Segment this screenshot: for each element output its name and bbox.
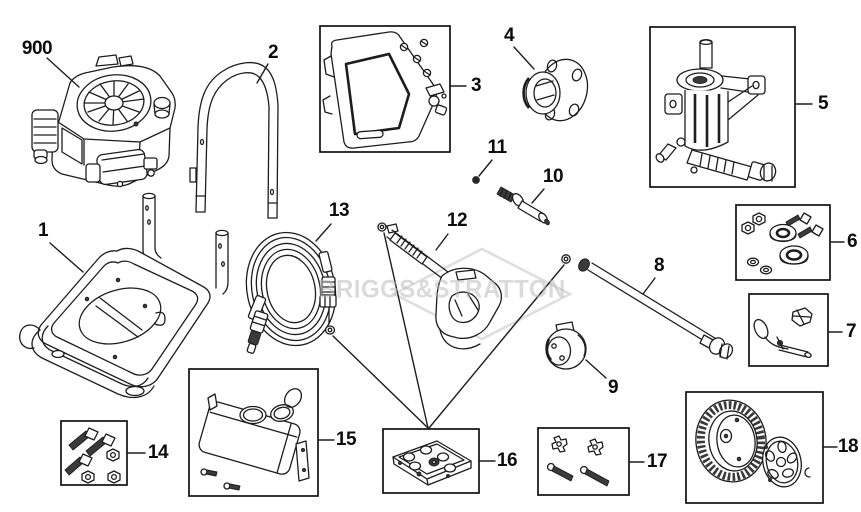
coupler-illustration: [522, 58, 589, 122]
callout-6: 6: [846, 231, 858, 252]
leader-wand-to-kit: [428, 264, 565, 429]
watermark-text: BRIGGS&STRATTON: [318, 275, 566, 304]
tank-illustration: [188, 368, 319, 497]
callout-9: 9: [607, 377, 619, 398]
callout-1: 1: [37, 220, 49, 241]
leader-900: [46, 57, 80, 88]
callout-3: 3: [470, 75, 482, 96]
nut-illustration: [472, 176, 480, 184]
callout-8: 8: [653, 255, 665, 276]
leader-11: [478, 159, 493, 177]
leader-lines: [46, 46, 845, 463]
part-box-7: [748, 293, 829, 367]
retainer-clip: [804, 467, 811, 478]
hook-kit-illustration: [748, 293, 829, 367]
callout-900: 900: [21, 38, 53, 59]
leader-1: [49, 242, 84, 273]
leader-4: [513, 46, 535, 70]
callout-7: 7: [845, 321, 857, 342]
callout-13: 13: [328, 200, 350, 221]
leader-hose-to-kit: [332, 335, 429, 429]
part-box-17: [537, 427, 630, 496]
leader-2: [256, 63, 269, 84]
leader-9: [585, 359, 607, 379]
leader-12: [435, 233, 449, 251]
handle-illustration: [189, 61, 279, 219]
stud-illustration: [496, 186, 550, 226]
adapter-illustration: [545, 321, 587, 370]
leader-10: [531, 188, 545, 204]
pump-hardware-kit-illustration: [735, 204, 831, 281]
callout-12: 12: [446, 210, 468, 231]
gun-illustration: [377, 222, 503, 350]
callout-15: 15: [335, 429, 357, 450]
part-box-5: [649, 26, 796, 188]
clip-kit-illustration: [537, 427, 630, 496]
bolt-kit-illustration: [60, 420, 128, 486]
pump-illustration: [649, 26, 796, 188]
callout-17: 17: [646, 451, 668, 472]
callout-4: 4: [503, 25, 515, 46]
hose-illustration: [245, 231, 337, 354]
panel-screws: [399, 38, 432, 78]
callout-16: 16: [496, 450, 518, 471]
leader-8: [642, 277, 656, 295]
callout-5: 5: [817, 93, 829, 114]
watermark-diamond: [391, 247, 573, 341]
wand-oring: [561, 254, 571, 264]
watermark-label: BRIGGS&STRATTON: [318, 275, 566, 304]
part-box-3: [319, 25, 451, 153]
leader-gun-to-kit: [383, 232, 429, 429]
part-box-6: [735, 204, 831, 281]
control-panel-illustration: [319, 25, 451, 153]
frame-illustration: [19, 192, 229, 399]
callout-18: 18: [837, 436, 859, 457]
callout-2: 2: [267, 42, 279, 63]
wheel-kit-illustration: [685, 391, 824, 504]
wand-illustration: [561, 254, 734, 360]
part-box-15: [188, 368, 319, 497]
oring-kit-illustration: [382, 428, 480, 494]
callout-11: 11: [487, 137, 507, 158]
callout-14: 14: [147, 442, 169, 463]
leader-13: [315, 223, 332, 242]
callout-10: 10: [542, 166, 564, 187]
engine-illustration: [31, 54, 176, 188]
